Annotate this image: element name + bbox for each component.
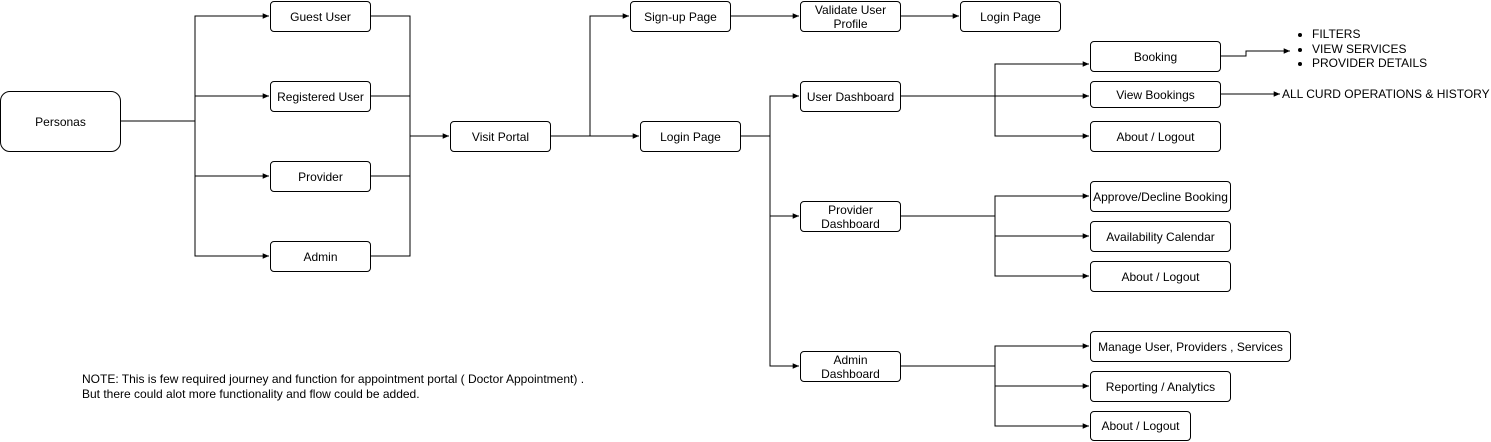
visit-portal-node: Visit Portal bbox=[450, 121, 551, 152]
approve-decline-node: Approve/Decline Booking bbox=[1090, 181, 1231, 212]
availability-calendar-node: Availability Calendar bbox=[1090, 221, 1231, 252]
reporting-analytics-node: Reporting / Analytics bbox=[1090, 371, 1231, 402]
connector-provider-approve bbox=[900, 193, 1089, 217]
provider-node: Provider bbox=[270, 161, 371, 192]
booking-details-list: FILTERS VIEW SERVICES PROVIDER DETAILS bbox=[1292, 27, 1427, 71]
about-logout-admin-node: About / Logout bbox=[1090, 411, 1191, 441]
view-bookings-node: View Bookings bbox=[1090, 81, 1221, 108]
connector-personas-registered bbox=[194, 93, 269, 121]
booking-node: Booking bbox=[1090, 41, 1221, 72]
connector-portal-signup bbox=[550, 13, 629, 137]
user-dashboard-node: User Dashboard bbox=[800, 81, 901, 112]
note-line-2: But there could alot more functionality … bbox=[82, 387, 420, 401]
connector-user-booking bbox=[900, 61, 1089, 97]
connector-personas-provider bbox=[194, 121, 269, 179]
connector-guest-portal bbox=[370, 15, 411, 136]
connector-admin-portal bbox=[370, 136, 411, 257]
connector-login-admin-dashboard bbox=[769, 216, 799, 369]
connector-booking-details bbox=[1220, 48, 1290, 57]
booking-detail-item: PROVIDER DETAILS bbox=[1312, 56, 1427, 71]
provider-dashboard-node: Provider Dashboard bbox=[800, 201, 901, 232]
connector-login-provider-dashboard bbox=[769, 136, 799, 219]
connector-personas-admin bbox=[194, 121, 269, 259]
connector-admin-manage bbox=[900, 343, 1089, 367]
booking-detail-item: FILTERS bbox=[1312, 27, 1427, 42]
connector-admin-about bbox=[994, 386, 1089, 429]
connector-provider-about bbox=[994, 236, 1089, 279]
guest-user-node: Guest User bbox=[270, 1, 371, 32]
about-logout-provider-node: About / Logout bbox=[1090, 261, 1231, 292]
registered-user-node: Registered User bbox=[270, 81, 371, 112]
curd-operations-label: ALL CURD OPERATIONS & HISTORY bbox=[1282, 87, 1490, 101]
note-line-1: NOTE: This is few required journey and f… bbox=[82, 372, 585, 386]
about-logout-user-node: About / Logout bbox=[1090, 121, 1221, 152]
connector-user-about bbox=[994, 96, 1089, 139]
booking-detail-item: VIEW SERVICES bbox=[1312, 42, 1427, 57]
personas-node: Personas bbox=[0, 91, 121, 152]
validate-user-profile-node: Validate User Profile bbox=[800, 1, 901, 32]
admin-node: Admin bbox=[270, 241, 371, 272]
connector-provider-calendar bbox=[994, 216, 1089, 239]
manage-users-node: Manage User, Providers , Services bbox=[1090, 331, 1291, 362]
connector-login-user-dashboard bbox=[740, 93, 799, 137]
connector-personas-guest bbox=[120, 13, 269, 122]
connector-admin-reporting bbox=[994, 366, 1089, 389]
signup-page-node: Sign-up Page bbox=[630, 1, 731, 32]
admin-dashboard-node: Admin Dashboard bbox=[800, 351, 901, 382]
login-page-top-node: Login Page bbox=[960, 1, 1061, 32]
login-page-node: Login Page bbox=[640, 121, 741, 152]
